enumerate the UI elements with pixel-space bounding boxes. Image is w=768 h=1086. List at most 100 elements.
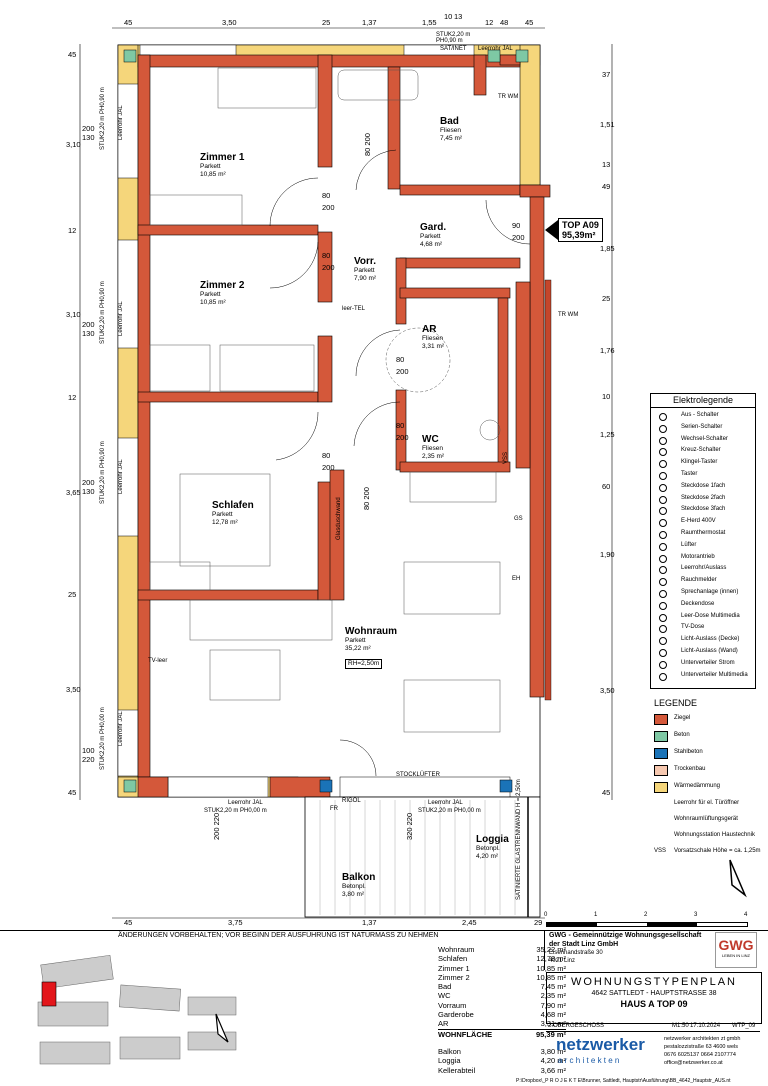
scale-mark-1: 1 [594, 912, 598, 918]
top-unit-tag: TOP A09 95,39m² [558, 218, 603, 242]
top-leerrohr: Leerrohr JAL [478, 46, 513, 52]
dim-right-11: 3,50 [600, 686, 615, 695]
swatch-waermedaemmung [654, 782, 668, 793]
elektro-item-label: Steckdose 2fach [681, 494, 726, 501]
window-stuk-2: STUK2,20 m PH0,90 m [100, 281, 106, 344]
label-vss: VSS [503, 451, 509, 464]
area-value: 12,78 m² [536, 954, 566, 964]
elektro-item-label: Steckdose 3fach [681, 506, 726, 513]
swatch-stahlbeton [654, 748, 668, 759]
dim-left-8: 45 [68, 788, 77, 797]
north-arrow-icon [729, 859, 747, 898]
dim-right-5: 25 [602, 294, 611, 303]
elektro-symbol-icon [659, 472, 667, 480]
dim-bottom-2: 1,37 [362, 918, 377, 927]
elektro-symbol-icon [659, 483, 667, 492]
area-name: Zimmer 1 [438, 963, 470, 973]
label-rigol: RIGOL [342, 798, 361, 804]
elektro-item-label: E-Herd 400V [681, 518, 716, 525]
dim-left-6: 25 [68, 590, 77, 599]
area-value: 10,85 m² [536, 972, 566, 982]
label-tr-wm: TR WM [498, 94, 519, 100]
dim-bottom-0: 45 [124, 918, 133, 927]
elektro-symbol-icon [659, 554, 667, 563]
dim-top-8: 48 [500, 18, 509, 27]
dim-top-5: 10 [444, 12, 453, 21]
dim-top-2: 25 [322, 18, 331, 27]
elektro-item: Deckendose [651, 599, 755, 610]
area-value: 4,68 m² [540, 1010, 566, 1020]
netzwerker-sub: a r c h i t e k t e n [558, 1056, 620, 1065]
label-gs: GS [514, 516, 523, 522]
elektro-item: Serien-Schalter [651, 422, 755, 433]
elektro-item: Kreuz-Schalter [651, 445, 755, 457]
door-label-7: 80 200 [363, 133, 372, 156]
dim-right-4: 1,85 [600, 244, 615, 253]
material-legend: LEGENDE Ziegel Beton Stahlbeton Trockenb… [650, 698, 761, 858]
elektro-item-label: Deckendose [681, 600, 715, 607]
elektro-symbol-icon [659, 424, 667, 433]
elektro-item: Leerrohr/Auslass [651, 563, 755, 575]
dim-left-3: 3,10 [66, 310, 81, 319]
label-glasduschwand: Glasduschwand [336, 497, 342, 540]
area-value: 4,20 m² [540, 1056, 566, 1066]
elektro-item: Motorantrieb [651, 552, 755, 563]
elektro-symbol-icon [659, 507, 667, 516]
elektro-item-label: Motorantrieb [681, 553, 715, 560]
elektro-item: Rauchmelder [651, 575, 755, 587]
legend-extra-2: Wohnungsstation Haustechnik [674, 832, 755, 838]
nw-line-3: 0676 6025137 0664 2107774 [664, 1052, 736, 1058]
elektro-item: Licht-Auslass (Wand) [651, 646, 755, 657]
legend-ziegel: Ziegel [674, 715, 691, 721]
dim-bottom-1: 3,75 [228, 918, 243, 927]
dim-top-3: 1,37 [362, 18, 377, 27]
elektro-item: Steckdose 2fach [651, 493, 755, 504]
area-name: WC [438, 991, 451, 1001]
swatch-ziegel [654, 714, 668, 725]
elektro-item-label: Leer-Dose Multimedia [681, 612, 740, 619]
gwg-line-2: der Stadt Linz GmbH [549, 941, 619, 948]
scale-mark-3: 3 [694, 912, 698, 918]
label-stocklufter: STOCKLÜFTER [396, 772, 440, 778]
door-label-8: 80 200 [362, 487, 371, 510]
elektro-legend-title: Elektrolegende [651, 394, 755, 408]
dimension-lines [79, 27, 613, 919]
legend-vss-code: VSS [654, 848, 667, 854]
area-name: Bad [438, 982, 452, 992]
plan-code: WTP_09 [732, 1023, 756, 1029]
site-plan [37, 954, 237, 1065]
area-row: Zimmer 2 10,85 m² [438, 973, 566, 982]
elektro-item-label: Kreuz-Schalter [681, 447, 721, 454]
area-name: Zimmer 2 [438, 972, 470, 982]
dim-left-0: 45 [68, 50, 77, 59]
elektro-item: Lüfter [651, 540, 755, 551]
elektro-symbol-icon [659, 436, 667, 445]
plan-title-block: WOHNUNGSTYPENPLAN 4642 SATTLEDT - HAUPTS… [546, 972, 762, 1024]
area-name: Wohnraum [438, 945, 475, 954]
dim-right-2: 13 [602, 160, 611, 169]
floor-plan [79, 27, 747, 919]
elektro-item: TV-Dose [651, 622, 755, 634]
label-satinierte-glastrennwand: SATINIERTE GLASTRENNWAND H = 2,50m [516, 779, 522, 900]
label-stuk-bottom-2: STUK2,20 m PH0,00 m [418, 808, 481, 814]
dim-right-0: 37 [602, 70, 611, 79]
plan-haus: HAUS A TOP 09 [620, 999, 688, 1009]
elektro-item-label: Aus - Schalter [681, 412, 719, 418]
window-leer-4: Leerrohr JAL [118, 711, 124, 746]
